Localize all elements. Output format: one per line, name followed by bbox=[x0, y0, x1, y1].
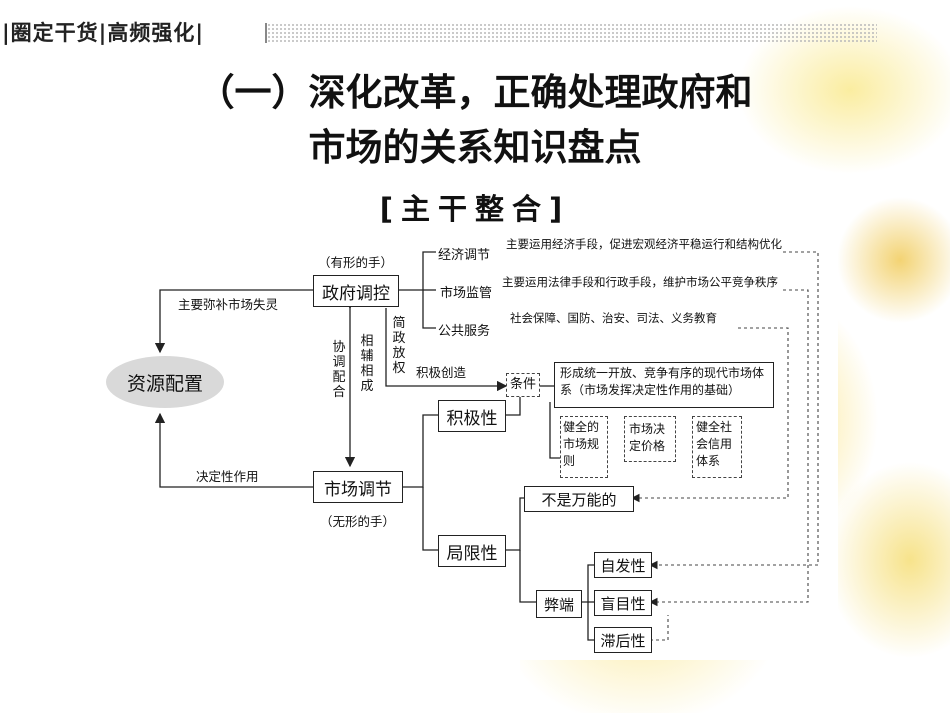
gov-item-supervision-desc: 主要运用法律手段和行政手段，维护市场公平竞争秩序 bbox=[502, 275, 778, 289]
gov-item-economy-desc: 主要运用经济手段，促进宏观经济平稳运行和结构优化 bbox=[506, 237, 782, 251]
drawback-lag: 滞后性 bbox=[594, 627, 652, 653]
condition-desc-box: 形成统一开放、竞争有序的现代市场体系（市场发挥决定性作用的基础） bbox=[554, 362, 774, 408]
diagram-connectors bbox=[154, 251, 819, 641]
active-create-label: 积极创造 bbox=[416, 365, 467, 380]
gov-to-resource-label: 主要弥补市场失灵 bbox=[178, 297, 279, 312]
coordination-label: 协调配合 bbox=[332, 340, 346, 400]
gov-item-public-service-desc: 社会保障、国防、治安、司法、义务教育 bbox=[510, 311, 717, 325]
cond-item-market-price: 市场决定价格 bbox=[624, 416, 676, 462]
condition-box: 条件 bbox=[506, 373, 540, 397]
gov-item-economy: 经济调节 bbox=[438, 248, 491, 263]
drawbacks-box: 弊端 bbox=[536, 590, 582, 618]
gov-tag: （有形的手） bbox=[318, 255, 394, 270]
concept-diagram: 资源配置 （有形的手） 政府调控 市场调节 （无形的手） 主要弥补市场失灵 决定… bbox=[98, 230, 838, 660]
section-subtitle: [主干整合] bbox=[379, 192, 571, 226]
cond-item-credit-system: 健全社会信用体系 bbox=[692, 416, 742, 478]
not-omnipotent-box: 不是万能的 bbox=[524, 486, 634, 512]
cond-item-market-rules: 健全的市场规则 bbox=[560, 416, 608, 478]
market-tag: （无形的手） bbox=[320, 514, 396, 529]
positive-box: 积极性 bbox=[438, 400, 506, 432]
gov-control-box: 政府调控 bbox=[313, 275, 399, 307]
gov-item-supervision: 市场监管 bbox=[440, 286, 493, 301]
simplify-admin-label: 简政放权 bbox=[392, 316, 406, 376]
drawback-spontaneity: 自发性 bbox=[594, 552, 652, 578]
page-title-line1: （一）深化改革，正确处理政府和 bbox=[197, 71, 753, 114]
mutual-support-label: 相辅相成 bbox=[360, 334, 374, 394]
limitation-box: 局限性 bbox=[438, 535, 506, 567]
header-dotted-band bbox=[265, 23, 877, 43]
market-regulation-box: 市场调节 bbox=[313, 471, 403, 503]
drawback-blindness: 盲目性 bbox=[594, 590, 652, 616]
page-title-line2: 市场的关系知识盘点 bbox=[308, 126, 642, 169]
market-to-resource-label: 决定性作用 bbox=[196, 469, 259, 484]
section-header-label: |圈定干货|高频强化| bbox=[2, 21, 205, 45]
resource-allocation-node: 资源配置 bbox=[106, 356, 224, 408]
section-header-bar: |圈定干货|高频强化| bbox=[0, 18, 880, 48]
gov-item-public-service: 公共服务 bbox=[438, 324, 491, 339]
